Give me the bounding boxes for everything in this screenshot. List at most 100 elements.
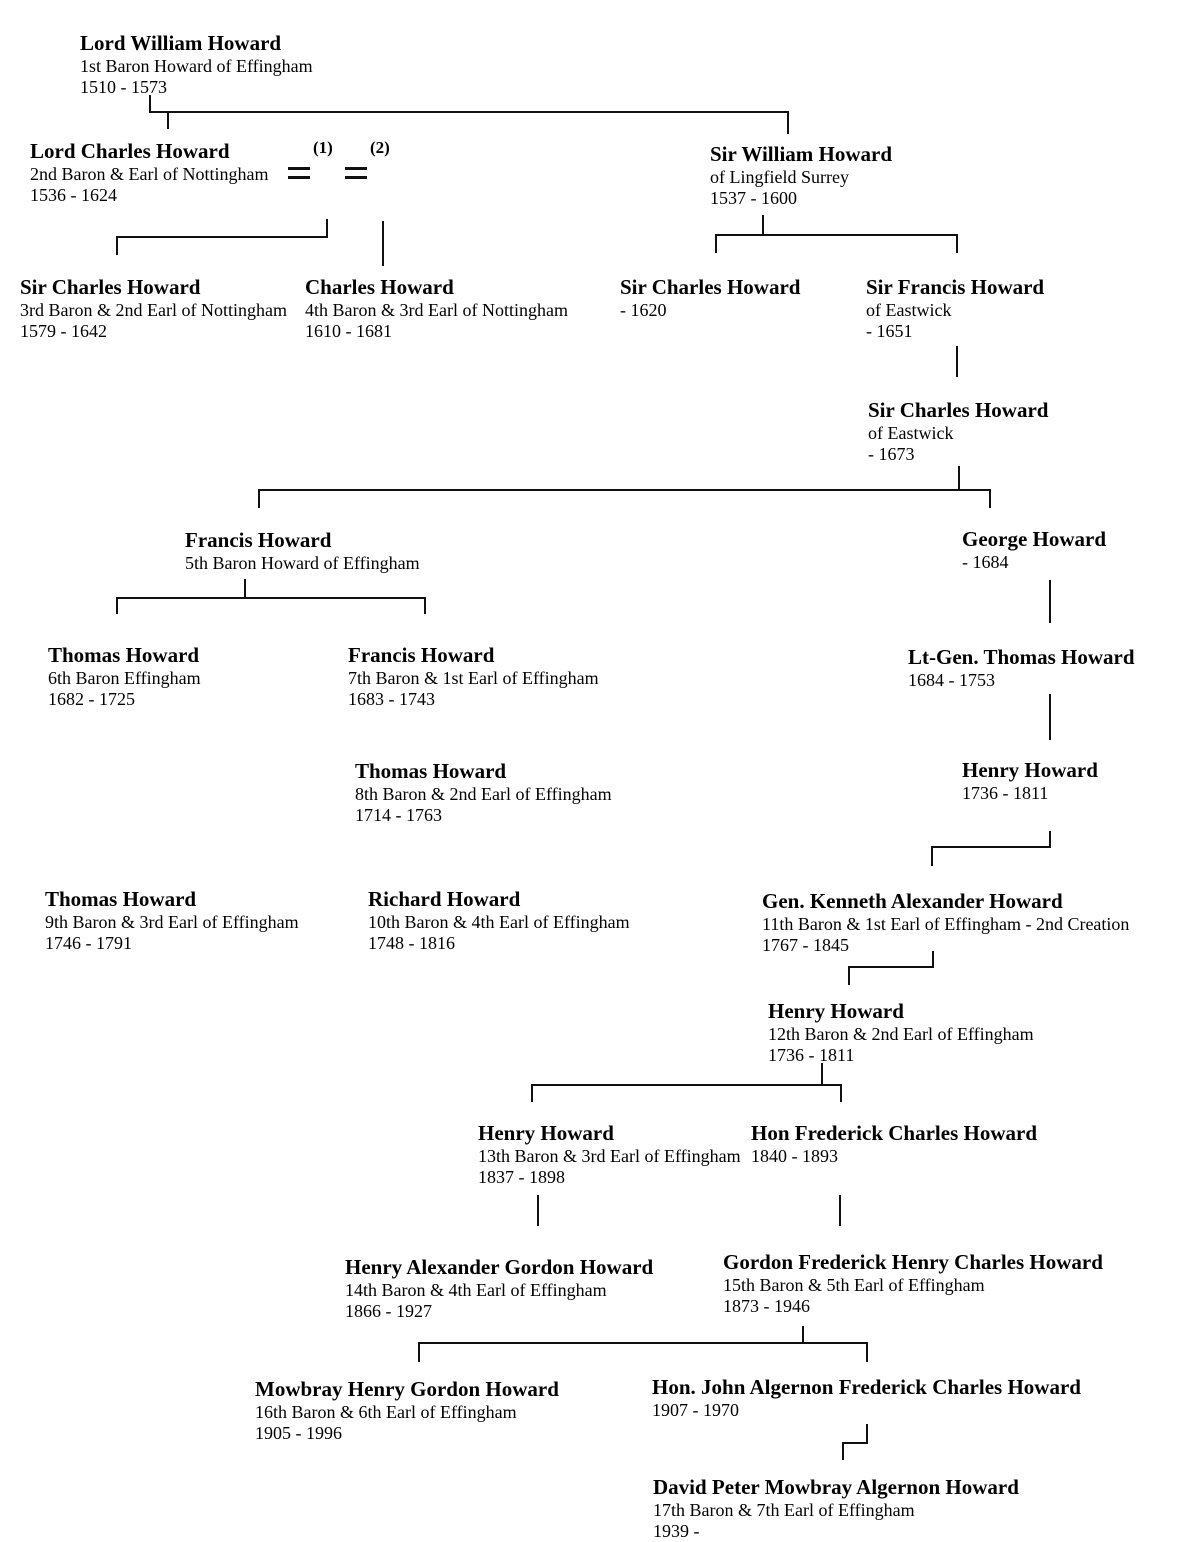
tree-connector-segment	[866, 1424, 868, 1444]
person-title: 6th Baron Effingham	[48, 668, 201, 688]
person-charles-3rd-baron: Sir Charles Howard 3rd Baron & 2nd Earl …	[20, 274, 287, 342]
person-dates: 1610 - 1681	[305, 321, 392, 341]
marriage-equals-sign	[288, 167, 310, 179]
person-name: Sir William Howard	[710, 142, 893, 166]
tree-connector-segment	[802, 1326, 804, 1344]
person-name: Thomas Howard	[48, 643, 200, 667]
person-title: 10th Baron & 4th Earl of Effingham	[368, 912, 630, 932]
tree-connector-segment	[116, 236, 328, 238]
person-william-lingfield: Sir William Howard of Lingfield Surrey 1…	[710, 141, 892, 209]
person-charles-2nd-baron: Lord Charles Howard 2nd Baron & Earl of …	[30, 138, 268, 206]
person-name: Hon. John Algernon Frederick Charles How…	[652, 1375, 1081, 1399]
person-dates: - 1684	[962, 552, 1009, 572]
person-name: Henry Alexander Gordon Howard	[345, 1255, 654, 1279]
tree-connector-segment	[1049, 694, 1051, 740]
tree-connector-segment	[382, 221, 384, 266]
person-title: 1st Baron Howard of Effingham	[80, 56, 313, 76]
person-kenneth-11th-baron: Gen. Kenneth Alexander Howard 11th Baron…	[762, 888, 1129, 956]
marriage-label-2: (2)	[370, 138, 390, 157]
person-name: Gordon Frederick Henry Charles Howard	[723, 1250, 1103, 1274]
person-title: 4th Baron & 3rd Earl of Nottingham	[305, 300, 568, 320]
person-john-algernon: Hon. John Algernon Frederick Charles How…	[652, 1374, 1081, 1421]
person-name: Mowbray Henry Gordon Howard	[255, 1377, 559, 1401]
person-dates: 1840 - 1893	[751, 1146, 838, 1166]
person-henry-14th-baron: Henry Alexander Gordon Howard 14th Baron…	[345, 1254, 653, 1322]
person-henry-12th-baron: Henry Howard 12th Baron & 2nd Earl of Ef…	[768, 998, 1034, 1066]
person-title: 12th Baron & 2nd Earl of Effingham	[768, 1024, 1034, 1044]
person-name: Richard Howard	[368, 887, 521, 911]
person-name: Gen. Kenneth Alexander Howard	[762, 889, 1063, 913]
person-david-17th-baron: David Peter Mowbray Algernon Howard 17th…	[653, 1474, 1019, 1542]
person-name: Henry Howard	[962, 758, 1098, 782]
person-title: 15th Baron & 5th Earl of Effingham	[723, 1275, 985, 1295]
tree-connector-segment	[839, 1195, 841, 1226]
person-title: 9th Baron & 3rd Earl of Effingham	[45, 912, 299, 932]
person-henry-13th-baron: Henry Howard 13th Baron & 3rd Earl of Ef…	[478, 1120, 741, 1188]
person-name: Hon Frederick Charles Howard	[751, 1121, 1038, 1145]
person-name: Lord William Howard	[80, 31, 282, 55]
person-dates: 1683 - 1743	[348, 689, 435, 709]
person-title: 16th Baron & 6th Earl of Effingham	[255, 1402, 517, 1422]
person-name: David Peter Mowbray Algernon Howard	[653, 1475, 1019, 1499]
person-name: Sir Charles Howard	[868, 398, 1049, 422]
tree-connector-segment	[149, 95, 151, 113]
person-title: of Eastwick	[866, 300, 952, 320]
tree-connector-segment	[537, 1195, 539, 1226]
person-mowbray-16th-baron: Mowbray Henry Gordon Howard 16th Baron &…	[255, 1376, 559, 1444]
person-dates: - 1620	[620, 300, 667, 320]
tree-connector-segment	[1049, 831, 1051, 848]
person-name: Henry Howard	[478, 1121, 614, 1145]
person-dates: 1746 - 1791	[45, 933, 132, 953]
tree-connector-segment	[258, 489, 991, 491]
tree-connector-segment	[326, 219, 328, 238]
person-dates: 1714 - 1763	[355, 805, 442, 825]
person-title: of Eastwick	[868, 423, 954, 443]
tree-connector-segment	[932, 951, 934, 968]
tree-connector-segment	[848, 966, 850, 985]
person-thomas-9th-baron: Thomas Howard 9th Baron & 3rd Earl of Ef…	[45, 886, 299, 954]
person-dates: 1907 - 1970	[652, 1400, 739, 1420]
person-william-1st-baron: Lord William Howard 1st Baron Howard of …	[80, 30, 313, 98]
person-dates: 1579 - 1642	[20, 321, 107, 341]
person-dates: 1537 - 1600	[710, 188, 797, 208]
person-name: Charles Howard	[305, 275, 454, 299]
tree-connector-segment	[958, 466, 960, 490]
person-name: Sir Charles Howard	[20, 275, 201, 299]
person-dates: - 1673	[868, 444, 915, 464]
tree-connector-segment	[244, 579, 246, 599]
person-thomas-6th-baron: Thomas Howard 6th Baron Effingham 1682 -…	[48, 642, 201, 710]
person-dates: 1866 - 1927	[345, 1301, 432, 1321]
person-name: Lt-Gen. Thomas Howard	[908, 645, 1135, 669]
person-title: 7th Baron & 1st Earl of Effingham	[348, 668, 599, 688]
tree-connector-segment	[116, 597, 118, 614]
person-dates: 1905 - 1996	[255, 1423, 342, 1443]
person-thomas-lt-gen: Lt-Gen. Thomas Howard 1684 - 1753	[908, 644, 1135, 691]
person-francis-7th-baron: Francis Howard 7th Baron & 1st Earl of E…	[348, 642, 599, 710]
person-dates: 1837 - 1898	[478, 1167, 565, 1187]
person-dates: 1510 - 1573	[80, 77, 167, 97]
person-dates: 1682 - 1725	[48, 689, 135, 709]
tree-connector-segment	[531, 1084, 533, 1102]
tree-connector-segment	[931, 846, 933, 866]
person-george-howard: George Howard - 1684	[962, 526, 1106, 573]
person-name: Henry Howard	[768, 999, 904, 1023]
marriage-label-1: (1)	[313, 138, 333, 157]
tree-connector-segment	[762, 215, 764, 236]
tree-connector-segment	[418, 1342, 868, 1344]
person-charles-4th-baron: Charles Howard 4th Baron & 3rd Earl of N…	[305, 274, 568, 342]
person-dates: 1684 - 1753	[908, 670, 995, 690]
person-henry-1736: Henry Howard 1736 - 1811	[962, 757, 1098, 804]
tree-connector-segment	[956, 346, 958, 377]
person-dates: 1536 - 1624	[30, 185, 117, 205]
person-dates: 1767 - 1845	[762, 935, 849, 955]
person-title: 3rd Baron & 2nd Earl of Nottingham	[20, 300, 287, 320]
person-charles-eastwick: Sir Charles Howard of Eastwick - 1673	[868, 397, 1048, 465]
person-title: 14th Baron & 4th Earl of Effingham	[345, 1280, 607, 1300]
person-charles-d1620: Sir Charles Howard - 1620	[620, 274, 800, 321]
person-name: Sir Francis Howard	[866, 275, 1045, 299]
person-dates: 1748 - 1816	[368, 933, 455, 953]
person-gordon-15th-baron: Gordon Frederick Henry Charles Howard 15…	[723, 1249, 1103, 1317]
person-title: 17th Baron & 7th Earl of Effingham	[653, 1500, 915, 1520]
tree-connector-segment	[842, 1442, 868, 1444]
